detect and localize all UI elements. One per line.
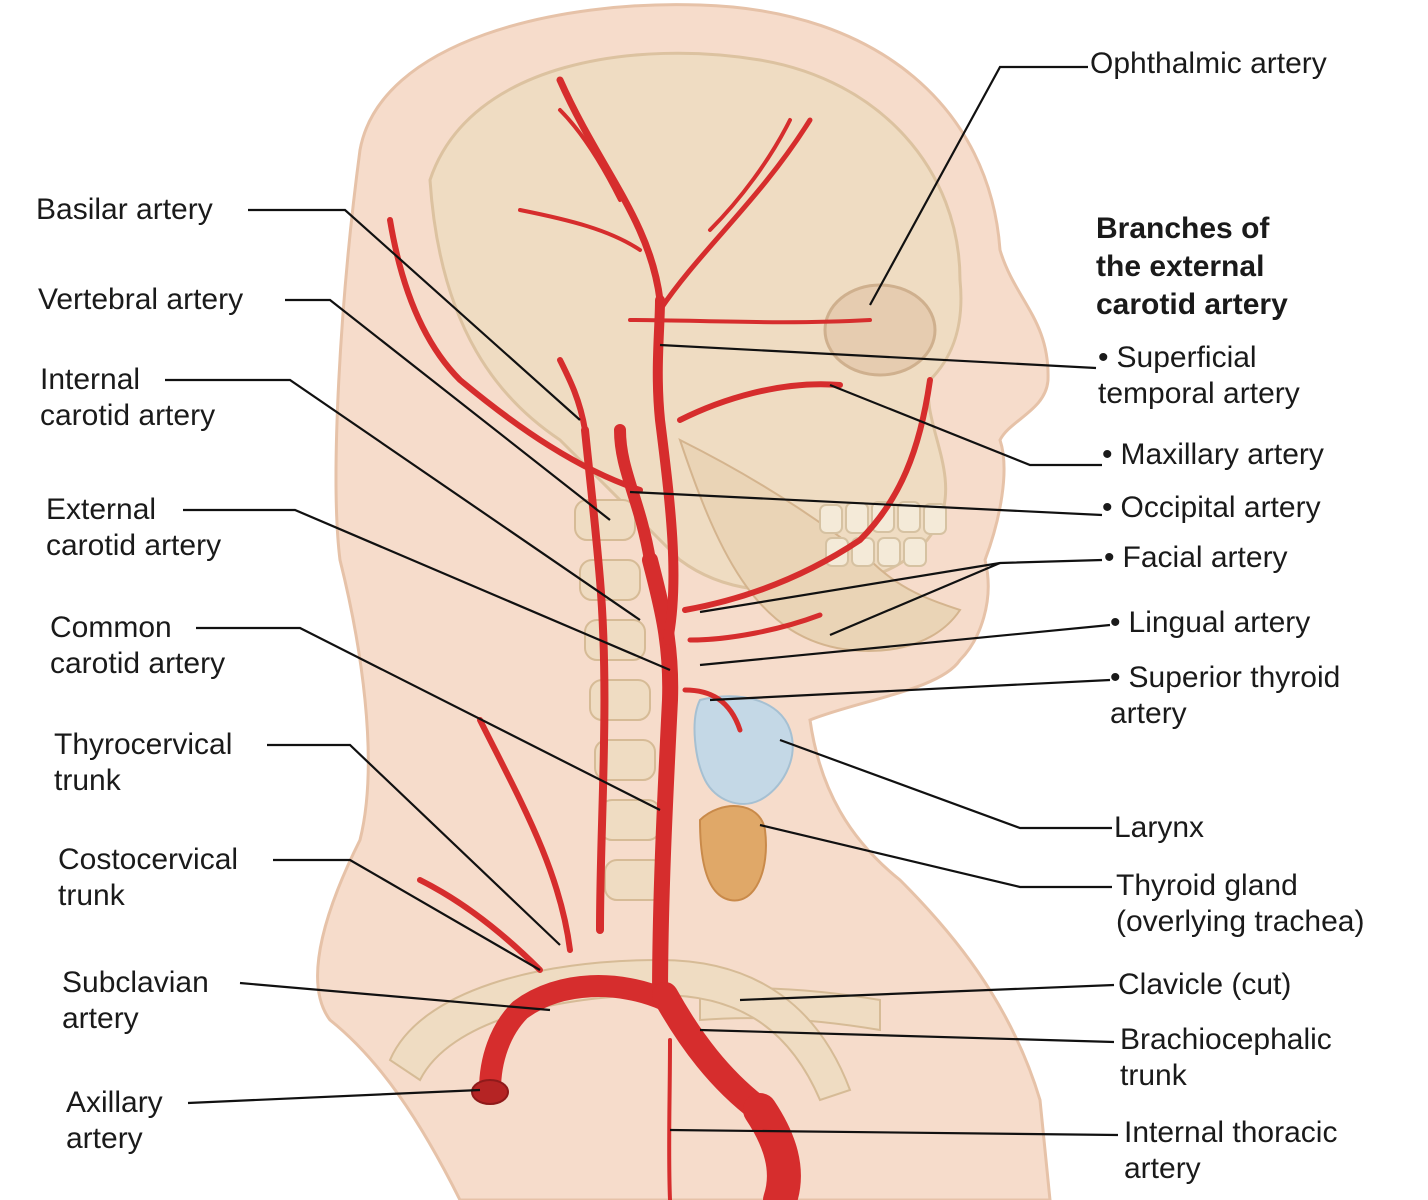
- label-common-carotid-artery: Common carotid artery: [50, 611, 226, 680]
- thyroid-gland: [698, 805, 767, 902]
- label-ophthalmic-artery: Ophthalmic artery: [1090, 47, 1327, 80]
- superficial-temporal-vessel: [556, 76, 664, 304]
- larynx: [693, 695, 794, 805]
- label-internal-thoracic-artery: Internal thoracic artery: [1124, 1116, 1338, 1185]
- facial-vessel: [682, 377, 933, 613]
- label-lingual-artery: Lingual artery: [1110, 605, 1311, 641]
- brachiocephalic-vessel: [652, 982, 773, 1123]
- label-maxillary-artery: Maxillary artery: [1102, 437, 1324, 473]
- external-carotid-vessel: [652, 295, 679, 645]
- common-carotid-vessel: [642, 552, 679, 1008]
- label-thyroid-gland: Thyroid gland (overlying trachea): [1116, 869, 1365, 938]
- axillary-cut-end: [471, 1079, 509, 1105]
- ophthalmic-vessel: [628, 318, 872, 325]
- label-axillary-artery: Axillary artery: [66, 1086, 163, 1155]
- label-superior-thyroid-artery: Superior thyroid artery: [1110, 660, 1340, 732]
- orbit: [823, 283, 937, 377]
- maxillary-vessel: [677, 381, 843, 423]
- label-external-carotid-artery: External carotid artery: [46, 493, 222, 562]
- label-thyrocervical-trunk: Thyrocervical trunk: [54, 728, 233, 797]
- internal-thoracic-vessel: [667, 1038, 672, 1200]
- label-occipital-artery: Occipital artery: [1102, 490, 1321, 526]
- mandible: [678, 438, 962, 652]
- label-vertebral-artery: Vertebral artery: [38, 283, 244, 316]
- thyrocervical-vessel: [477, 717, 573, 953]
- vertebral-vessel: [581, 426, 609, 934]
- label-costocervical-trunk: Costocervical trunk: [58, 843, 239, 912]
- basilar-vessel: [557, 357, 588, 433]
- label-clavicle: Clavicle (cut): [1118, 968, 1292, 1001]
- label-internal-carotid-artery: Internal carotid artery: [40, 363, 216, 432]
- label-facial-artery: Facial artery: [1104, 540, 1288, 576]
- label-larynx: Larynx: [1114, 811, 1205, 844]
- aortic-arch: [743, 1093, 801, 1200]
- label-basilar-artery: Basilar artery: [36, 193, 213, 226]
- costocervical-vessel: [417, 877, 543, 973]
- lingual-vessel: [687, 612, 823, 643]
- leader-lines: [165, 65, 1119, 1137]
- label-brachiocephalic-trunk: Brachiocephalic trunk: [1120, 1023, 1332, 1092]
- label-superficial-temporal-artery: Superficial temporal artery: [1098, 340, 1300, 412]
- branches-heading: Branches of the external carotid artery: [1096, 212, 1288, 321]
- label-subclavian-artery: Subclavian artery: [62, 966, 209, 1035]
